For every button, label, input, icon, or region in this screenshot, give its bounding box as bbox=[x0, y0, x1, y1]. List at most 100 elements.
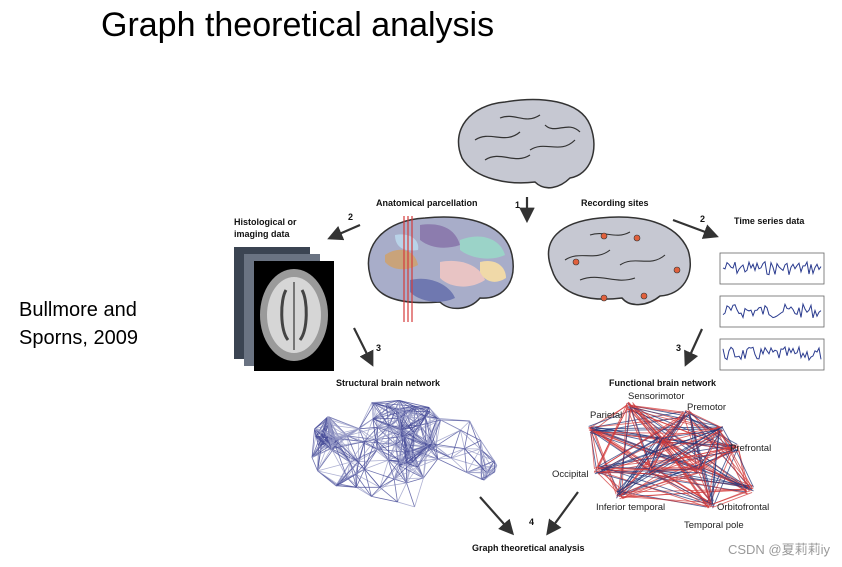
structural-edge bbox=[327, 416, 341, 440]
functional-edge bbox=[661, 438, 699, 474]
functional-edge bbox=[715, 427, 747, 495]
structural-edge bbox=[450, 448, 465, 459]
step-number-2-left: 2 bbox=[348, 212, 354, 222]
structural-edge bbox=[358, 428, 376, 440]
structural-edge bbox=[460, 420, 471, 431]
structural-edge bbox=[356, 486, 372, 497]
structural-edge bbox=[372, 409, 396, 420]
structural-edge bbox=[364, 449, 378, 470]
functional-edge bbox=[627, 402, 749, 489]
structural-edge bbox=[375, 429, 401, 440]
structural-edge bbox=[327, 416, 332, 449]
structural-edge bbox=[469, 420, 482, 441]
structural-edge bbox=[358, 428, 365, 442]
structural-edge bbox=[451, 457, 482, 468]
structural-edge bbox=[398, 400, 406, 412]
structural-edge bbox=[399, 429, 407, 463]
structural-edge bbox=[375, 436, 404, 440]
structural-edge bbox=[398, 400, 401, 430]
structural-edge bbox=[437, 448, 465, 460]
structural-edge bbox=[451, 448, 481, 459]
structural-edge bbox=[395, 410, 401, 430]
structural-edge bbox=[399, 444, 429, 462]
functional-edge bbox=[598, 471, 652, 475]
functional-edge bbox=[688, 417, 751, 487]
citation-line-1: Bullmore and bbox=[19, 299, 137, 321]
structural-edge bbox=[411, 461, 424, 479]
label-time-series: Time series data bbox=[734, 216, 805, 226]
structural-edge bbox=[322, 429, 334, 440]
structural-edge bbox=[355, 473, 372, 497]
structural-edge bbox=[403, 425, 421, 437]
functional-edge bbox=[711, 427, 720, 507]
label-structural-network: Structural brain network bbox=[336, 378, 441, 388]
functional-edge bbox=[588, 409, 634, 427]
structural-edge bbox=[388, 459, 400, 462]
functional-edge bbox=[663, 437, 747, 492]
structural-edge bbox=[371, 478, 395, 497]
structural-edge bbox=[419, 425, 433, 444]
functional-edge bbox=[622, 472, 699, 499]
structural-edge bbox=[405, 432, 415, 463]
structural-edge bbox=[393, 479, 398, 502]
structural-edge bbox=[481, 471, 495, 480]
functional-edge bbox=[590, 426, 595, 470]
structural-edge bbox=[336, 468, 365, 485]
structural-edge bbox=[399, 410, 406, 419]
functional-edge bbox=[733, 445, 754, 488]
structural-edge bbox=[479, 449, 482, 480]
functional-edge bbox=[716, 425, 753, 489]
structural-edge bbox=[424, 407, 430, 418]
structural-edge bbox=[374, 439, 378, 450]
structural-edge bbox=[411, 443, 433, 463]
functional-edge bbox=[712, 490, 748, 505]
functional-edge bbox=[653, 468, 701, 473]
structural-edge bbox=[357, 461, 381, 488]
recording-brain-illustration bbox=[547, 216, 691, 306]
structural-edge bbox=[374, 400, 400, 404]
structural-edge bbox=[358, 459, 389, 462]
structural-edge bbox=[347, 435, 376, 440]
structural-edge bbox=[405, 407, 430, 412]
structural-edge bbox=[336, 462, 351, 484]
arrow-step-4-left bbox=[479, 496, 515, 536]
functional-edge bbox=[653, 441, 664, 468]
structural-edge bbox=[371, 487, 381, 497]
structural-edge bbox=[314, 428, 330, 442]
structural-edge bbox=[435, 446, 439, 459]
structural-edge bbox=[339, 438, 351, 463]
structural-edge bbox=[420, 417, 438, 426]
step-number-3-right: 3 bbox=[676, 343, 682, 353]
functional-edge bbox=[650, 426, 724, 469]
structural-edge bbox=[357, 428, 360, 462]
slide-title: Graph theoretical analysis bbox=[101, 6, 495, 44]
structural-edge bbox=[379, 487, 398, 503]
structural-edge bbox=[466, 471, 495, 473]
functional-edge bbox=[600, 429, 717, 471]
structural-edge bbox=[379, 460, 400, 488]
structural-edge bbox=[315, 416, 328, 437]
label-histological-imaging: Histological or imaging data bbox=[234, 216, 297, 240]
functional-edge bbox=[696, 468, 713, 506]
structural-edge bbox=[424, 416, 437, 447]
structural-edge bbox=[399, 418, 415, 434]
structural-edge bbox=[480, 440, 483, 468]
structural-edge bbox=[431, 443, 465, 450]
structural-edge bbox=[377, 418, 401, 428]
functional-edge bbox=[646, 446, 733, 467]
structural-edge bbox=[322, 416, 328, 431]
structural-edge bbox=[339, 428, 360, 440]
top-brain-illustration bbox=[457, 98, 595, 189]
structural-edge bbox=[355, 461, 359, 475]
functional-edge bbox=[652, 471, 699, 474]
functional-edge bbox=[649, 429, 722, 474]
structural-edge bbox=[480, 440, 495, 461]
structural-edge bbox=[406, 443, 433, 464]
structural-edge bbox=[413, 432, 429, 446]
structural-edge bbox=[371, 496, 398, 503]
structural-edge bbox=[466, 472, 482, 480]
structural-edge bbox=[355, 448, 378, 475]
citation: Bullmore and Sporns, 2009 bbox=[19, 296, 138, 352]
functional-edge bbox=[630, 405, 684, 414]
